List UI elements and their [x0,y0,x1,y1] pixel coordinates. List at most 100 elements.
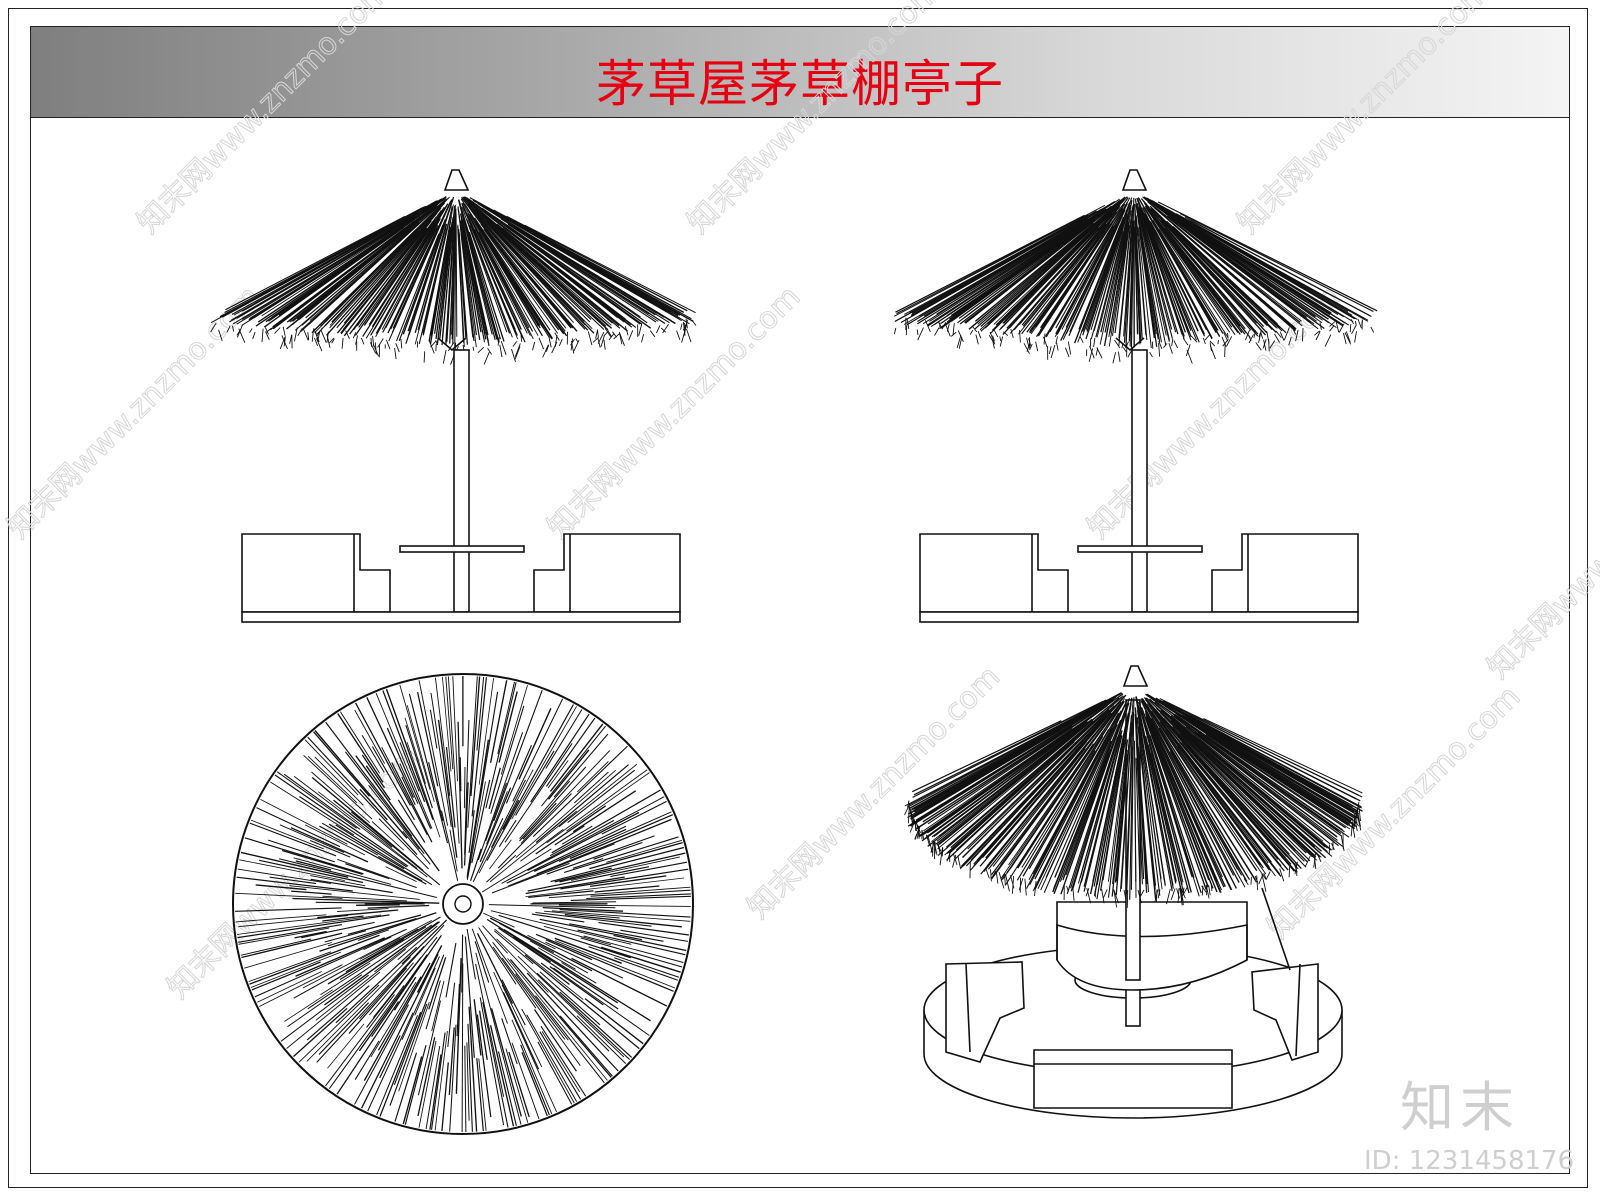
thatch-strand [1158,748,1218,893]
thatch-strand [521,1008,575,1104]
thatch-strand [298,217,423,321]
thatch-strand [511,348,516,363]
thatch-strand [569,923,664,942]
thatch-strand [502,992,540,1070]
thatch-strand [559,1015,613,1077]
thatch-strand [1176,230,1278,329]
umbrella-pole [453,349,470,613]
thatch-strand [475,963,505,1097]
thatch-strand [927,704,1106,825]
thatch-strand [957,855,962,870]
thatch-strand [249,328,253,333]
thatch-strand [372,335,375,347]
thatch-strand [466,928,476,980]
thatch-strand [497,1051,517,1126]
thatch-strand [331,203,443,323]
thatch-strand [1055,225,1115,329]
thatch-strand [955,708,1110,851]
thatch-strand [1291,326,1297,335]
thatch-strand [491,209,694,323]
thatch-strand [505,1048,529,1123]
thatch-strand [468,215,528,334]
thatch-strand [289,885,420,900]
thatch-strand [1140,700,1237,889]
thatch-strand [1142,196,1303,327]
thatch-strand [1140,198,1259,335]
thatch-strand [508,843,615,887]
thatch-strand [571,957,668,1007]
thatch-strand [1107,748,1127,882]
back-bench [1056,901,1248,991]
thatch-strand [1161,710,1327,859]
thatch-strand [949,740,1072,845]
thatch-strand [1053,752,1110,894]
thatch-strand [1329,321,1336,327]
thatch-strand [539,971,601,1026]
thatch-strand [950,222,1086,316]
thatch-strand [1370,326,1375,333]
thatch-strand [1052,754,1108,890]
thatch-strand [240,207,426,316]
thatch-strand [265,331,270,340]
thatch-strand [554,867,612,883]
thatch-strand [1169,217,1301,323]
roof-finial [1122,665,1149,687]
thatch-strand [374,921,441,973]
thatch-strand [274,327,281,334]
thatch-strand [1000,698,1126,865]
thatch-strand [1059,748,1111,882]
left-bench [919,533,1069,613]
thatch-strand [305,205,438,319]
thatch-rays [235,676,691,1133]
thatch-strand [1178,734,1302,870]
thatch-strand [344,751,425,855]
thatch-strand [500,685,528,775]
thatch-strand [301,921,375,939]
thatch-strand [310,840,351,858]
thatch-strand [989,331,996,345]
thatch-strand [386,727,432,829]
thatch-strand [915,699,1112,821]
thatch-strand [244,837,364,875]
thatch-strand [467,676,478,828]
thatch-strand [458,199,501,340]
thatch-strand [1136,702,1174,889]
thatch-strand [429,1054,442,1130]
thatch-strand [1008,743,1094,866]
thatch-strand [1021,736,1104,868]
thatch-strand [923,728,1073,832]
thatch-strand [909,217,1084,314]
thatch-strand [515,750,555,816]
thatch-strand [1175,726,1307,854]
thatch-strand [259,859,364,884]
thatch-strand [429,204,454,336]
thatch-strand [348,967,408,1034]
thatch-strand [408,196,455,331]
thatch-strand [1319,322,1322,330]
thatch-strand [1026,197,1129,333]
thatch-strand [998,871,1005,889]
thatch-strand [1133,740,1137,882]
umbrella-pole [1131,349,1148,613]
thatch-strand [1170,715,1331,845]
thatch-strand [530,713,590,803]
thatch-strand [304,824,366,856]
thatch-strand [628,330,634,341]
thatch-strand [1147,223,1200,343]
thatch-strand [406,742,441,838]
thatch-strand [322,915,364,922]
thatch-strand [269,876,317,885]
thatch-strand [224,207,424,314]
thatch-strand [464,1045,467,1133]
thatch-strand [399,684,431,790]
thatch-strand [414,223,447,333]
thatch-strand [1137,227,1152,349]
thatch-strand [972,326,978,333]
thatch-strand [1210,884,1213,892]
thatch-strand [545,709,583,769]
thatch-strand [479,997,505,1126]
thatch-strand [486,704,574,861]
thatch-strand [522,802,557,840]
thatch-strand [1003,331,1009,337]
thatch-strand [1143,697,1296,866]
